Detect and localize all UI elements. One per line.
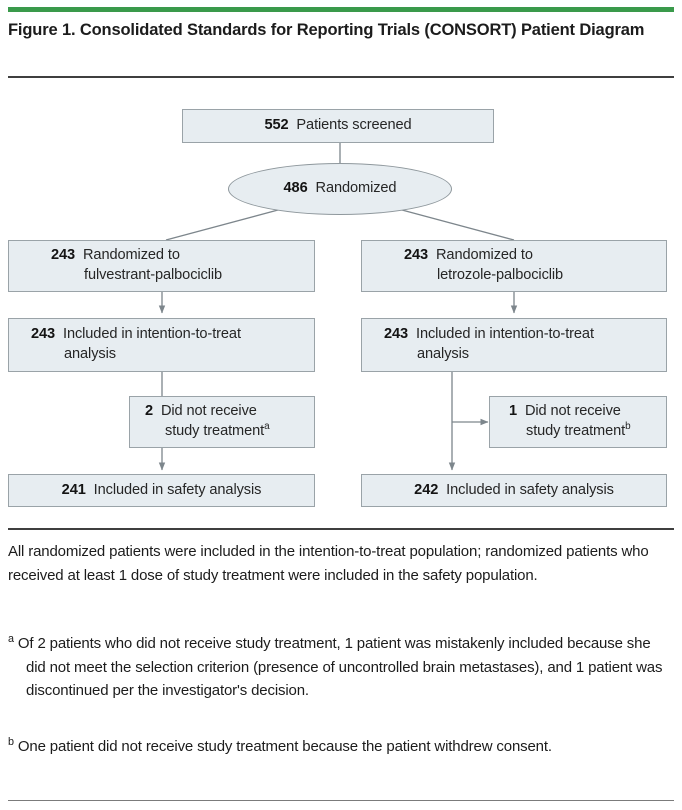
node-excluded-right-line2: study treatment <box>526 423 626 439</box>
node-excluded-left-text: 2 Did not receive study treatmenta <box>145 402 270 442</box>
node-allocation-right-text: 243 Randomized to letrozole-palbociclib <box>404 246 563 286</box>
node-allocation-left-line1: Randomized to <box>82 247 180 264</box>
node-allocation-left: 243 Randomized to fulvestrant-palbociclib <box>8 240 315 292</box>
node-itt-left-line2: analysis <box>64 346 116 362</box>
caption-body: All randomized patients were included in… <box>8 543 649 584</box>
node-excluded-right-text: 1 Did not receive study treatmentb <box>509 402 631 442</box>
node-itt-left-count: 243 <box>31 326 56 343</box>
node-safety-right-text: 242 Included in safety analysis <box>362 481 666 501</box>
node-excluded-left-line2: study treatment <box>165 423 265 439</box>
node-safety-left-label: Included in safety analysis <box>93 481 262 498</box>
node-itt-left-line1: Included in intention-to-treat <box>62 326 241 343</box>
node-allocation-right-line2: letrozole-palbociclib <box>437 267 564 283</box>
caption-divider <box>8 528 674 530</box>
node-screened: 552 Patients screened <box>182 109 494 143</box>
node-itt-left: 243 Included in intention-to-treat analys… <box>8 318 315 372</box>
node-excluded-left-line1: Did not receive <box>160 403 257 420</box>
footnote-b-mark: b <box>8 736 14 748</box>
footnote-a-text: Of 2 patients who did not receive study … <box>17 635 663 700</box>
node-randomized-count: 486 <box>283 180 308 197</box>
footnote-a-mark: a <box>8 633 14 645</box>
accent-rule <box>8 7 674 12</box>
footnote-b-text: One patient did not receive study treatm… <box>17 738 552 755</box>
figure-title: Figure 1. Consolidated Standards for Rep… <box>8 21 645 39</box>
node-excluded-right-line1: Did not receive <box>524 403 621 420</box>
node-safety-left-text: 241 Included in safety analysis <box>9 481 314 501</box>
node-randomized-label: Randomized <box>315 180 397 197</box>
node-safety-right-count: 242 <box>414 481 439 498</box>
node-itt-right-text: 243 Included in intention-to-treat analys… <box>384 325 594 365</box>
node-safety-right: 242 Included in safety analysis <box>361 474 667 507</box>
node-safety-right-label: Included in safety analysis <box>446 481 614 498</box>
node-excluded-left-footnote-mark: a <box>264 421 270 433</box>
node-excluded-right-footnote-mark: b <box>625 421 631 433</box>
node-allocation-right: 243 Randomized to letrozole-palbociclib <box>361 240 667 292</box>
node-screened-count: 552 <box>264 117 289 134</box>
node-itt-left-text: 243 Included in intention-to-treat analys… <box>31 325 241 365</box>
node-excluded-left: 2 Did not receive study treatmenta <box>129 396 315 448</box>
node-itt-right-line1: Included in intention-to-treat <box>415 326 594 343</box>
node-excluded-right: 1 Did not receive study treatmentb <box>489 396 667 448</box>
node-allocation-left-line2: fulvestrant-palbociclib <box>84 267 223 283</box>
node-screened-label: Patients screened <box>296 117 412 134</box>
node-allocation-left-count: 243 <box>51 247 76 264</box>
bottom-rule <box>8 800 674 801</box>
node-allocation-left-text: 243 Randomized to fulvestrant-palbociclib <box>51 246 222 286</box>
node-itt-right: 243 Included in intention-to-treat analys… <box>361 318 667 372</box>
node-allocation-right-line1: Randomized to <box>435 247 533 264</box>
node-safety-left: 241 Included in safety analysis <box>8 474 315 507</box>
node-allocation-right-count: 243 <box>404 247 429 264</box>
node-excluded-left-count: 2 <box>145 403 154 420</box>
node-randomized: 486 Randomized <box>228 163 452 215</box>
footnote-b: b One patient did not receive study trea… <box>8 735 670 759</box>
node-screened-text: 552 Patients screened <box>183 116 493 136</box>
node-itt-right-line2: analysis <box>417 346 469 362</box>
node-itt-right-count: 243 <box>384 326 409 343</box>
node-excluded-right-count: 1 <box>509 403 518 420</box>
node-safety-left-count: 241 <box>61 481 86 498</box>
footnote-a: a Of 2 patients who did not receive stud… <box>8 632 670 703</box>
title-divider <box>8 76 674 78</box>
node-randomized-text: 486 Randomized <box>284 179 397 199</box>
